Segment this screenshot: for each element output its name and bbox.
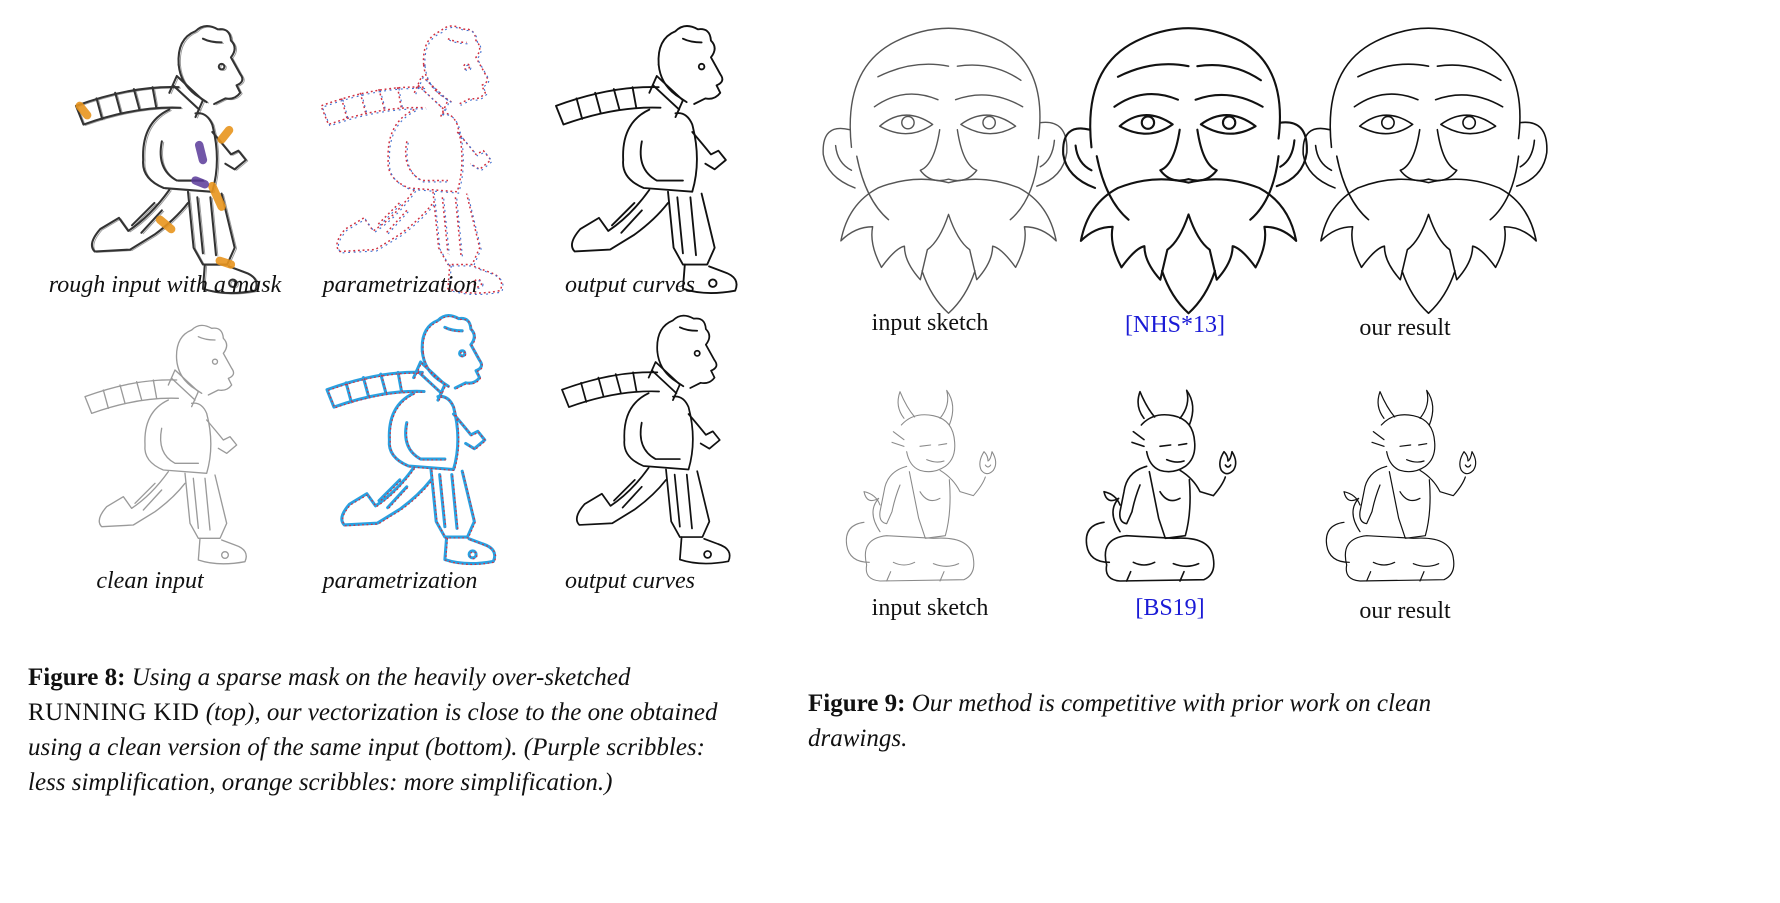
rough-input-sketch [74, 24, 259, 295]
purple-scribbles [191, 140, 209, 189]
prior-work-oldman [1062, 27, 1308, 315]
orange-scribbles [75, 101, 236, 269]
figure-9-caption: Figure 9: Our method is competitive with… [808, 686, 1523, 756]
figure-9-number: Figure 9: [808, 690, 906, 717]
input-sketch-demon [845, 389, 997, 582]
our-result-demon [1325, 389, 1477, 582]
label-input-sketch-top: input sketch [871, 310, 989, 336]
label-parametrization-top: parametrization [322, 272, 478, 298]
our-result-oldman [1302, 27, 1548, 315]
label-our-result-bottom: our result [1359, 598, 1451, 624]
label-input-sketch-bottom: input sketch [871, 595, 989, 621]
prior-work-demon [1085, 389, 1237, 582]
figure-9-caption-text: Our method is competitive with prior wor… [808, 690, 1432, 752]
parametrization-top-sketch [320, 25, 504, 296]
label-our-result-top: our result [1359, 315, 1451, 341]
figure-8-number: Figure 8: [28, 664, 126, 691]
label-clean-input: clean input [96, 568, 204, 594]
figure-8-caption-text-2: (top), our vectorization is close to the… [28, 699, 718, 796]
parametrization-bottom-sketch [325, 314, 497, 566]
label-parametrization-bottom: parametrization [322, 568, 478, 594]
output-curves-top-sketch [555, 25, 738, 295]
citation-nhs13[interactable]: [NHS*13] [1125, 312, 1225, 338]
label-rough-input: rough input with a mask [48, 272, 282, 298]
input-sketch-oldman [822, 27, 1068, 314]
label-output-curves-top: output curves [565, 272, 695, 298]
figure-8-dataset-name: RUNNING KID [28, 699, 200, 726]
citation-bs19[interactable]: [BS19] [1135, 595, 1205, 621]
clean-input-sketch [84, 324, 247, 565]
label-output-curves-bottom: output curves [565, 568, 695, 594]
figure-8-caption-text-1: Using a sparse mask on the heavily over-… [131, 664, 631, 691]
output-curves-bottom-sketch [561, 314, 731, 565]
figure-8-caption: Figure 8: Using a sparse mask on the hea… [28, 660, 743, 800]
